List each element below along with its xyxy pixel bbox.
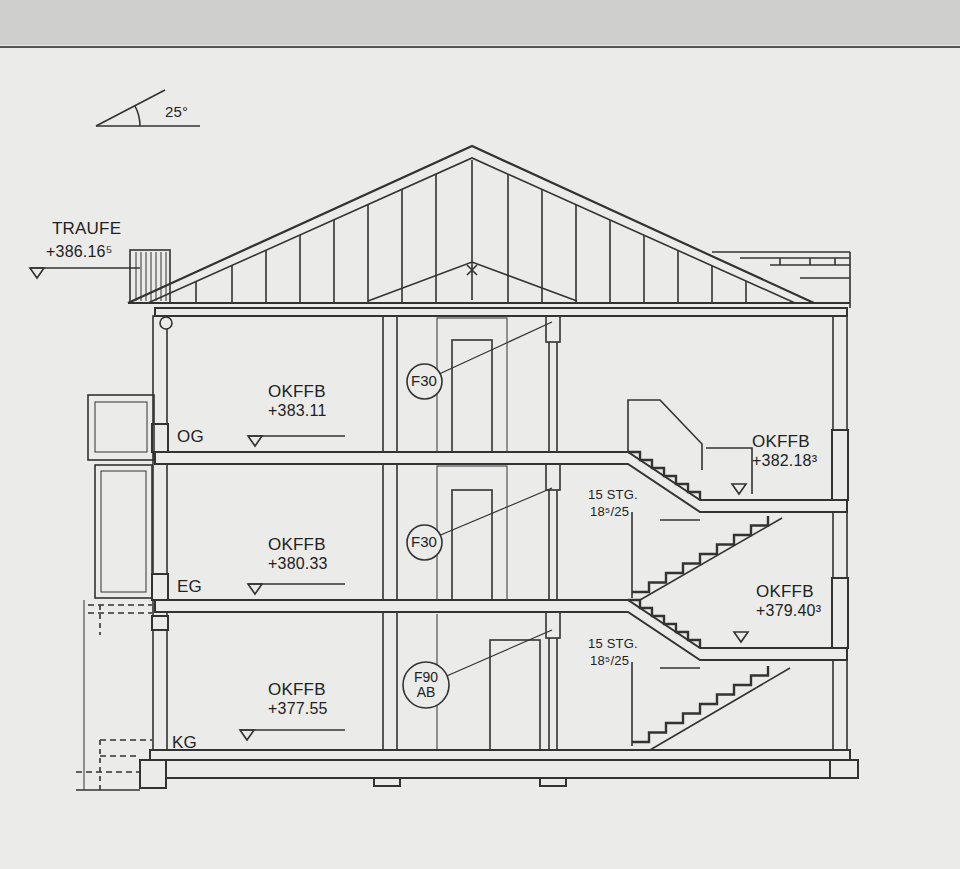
fire-rating-circle: F90 AB xyxy=(402,661,450,709)
storey-name: OG xyxy=(177,427,204,447)
roof-stud xyxy=(711,266,713,303)
roof-stud xyxy=(643,235,645,303)
gutter-hatch xyxy=(156,252,157,301)
storey-name: EG xyxy=(177,577,202,597)
stair-spec: 15 STG. xyxy=(588,488,638,503)
level-label: OKFFB xyxy=(756,582,814,602)
circle-shape xyxy=(407,364,442,399)
gutter-hatch xyxy=(136,252,137,301)
level-label: OKFFB xyxy=(268,382,326,402)
storey-name: KG xyxy=(172,733,197,753)
stair-flight xyxy=(632,516,768,592)
gutter-hatch xyxy=(141,252,142,301)
circle-shape xyxy=(407,525,442,560)
stair-flight xyxy=(628,600,700,648)
gutter-hatch xyxy=(166,252,167,301)
fire-rating-circle: F30 xyxy=(406,363,443,400)
eave-title: TRAUFE xyxy=(52,219,121,239)
roof-stud xyxy=(333,220,335,303)
eave-level: +386.16⁵ xyxy=(46,243,113,261)
level-value: +382.18³ xyxy=(752,452,817,470)
roof-stud xyxy=(367,205,369,303)
fire-rating-circle: F30 xyxy=(406,524,443,561)
roof-stud xyxy=(195,282,197,304)
fire-rating: F90 AB xyxy=(411,670,441,699)
stair-flight xyxy=(632,666,768,742)
fire-rating: F30 xyxy=(411,373,437,389)
stair-spec: 18⁵/25 xyxy=(590,505,629,520)
stair-spec: 18⁵/25 xyxy=(590,654,629,669)
level-value: +379.40³ xyxy=(756,602,821,620)
circle-shape xyxy=(403,662,449,708)
gutter-hatch xyxy=(161,252,162,301)
roof-stud xyxy=(435,174,437,303)
roof-pitch: 25° xyxy=(165,103,188,120)
level-value: +383.11 xyxy=(268,402,327,420)
roof-stud xyxy=(507,175,509,303)
fire-rating: F30 xyxy=(411,534,437,550)
level-label: OKFFB xyxy=(268,535,326,555)
roof-stud xyxy=(745,281,747,303)
roof-stud xyxy=(609,220,611,303)
level-label: OKFFB xyxy=(752,432,810,452)
roof-stud xyxy=(401,189,403,303)
level-value: +377.55 xyxy=(268,700,328,718)
roof-stud xyxy=(541,190,543,303)
stair-spec: 15 STG. xyxy=(588,637,638,652)
stair-flight xyxy=(628,452,700,500)
level-value: +380.33 xyxy=(268,555,328,573)
roof-stud xyxy=(575,205,577,303)
roof-stud xyxy=(265,250,267,303)
level-label: OKFFB xyxy=(268,680,326,700)
roof-stud xyxy=(677,251,679,303)
roof-stud xyxy=(299,235,301,303)
roof-stud xyxy=(231,265,233,303)
